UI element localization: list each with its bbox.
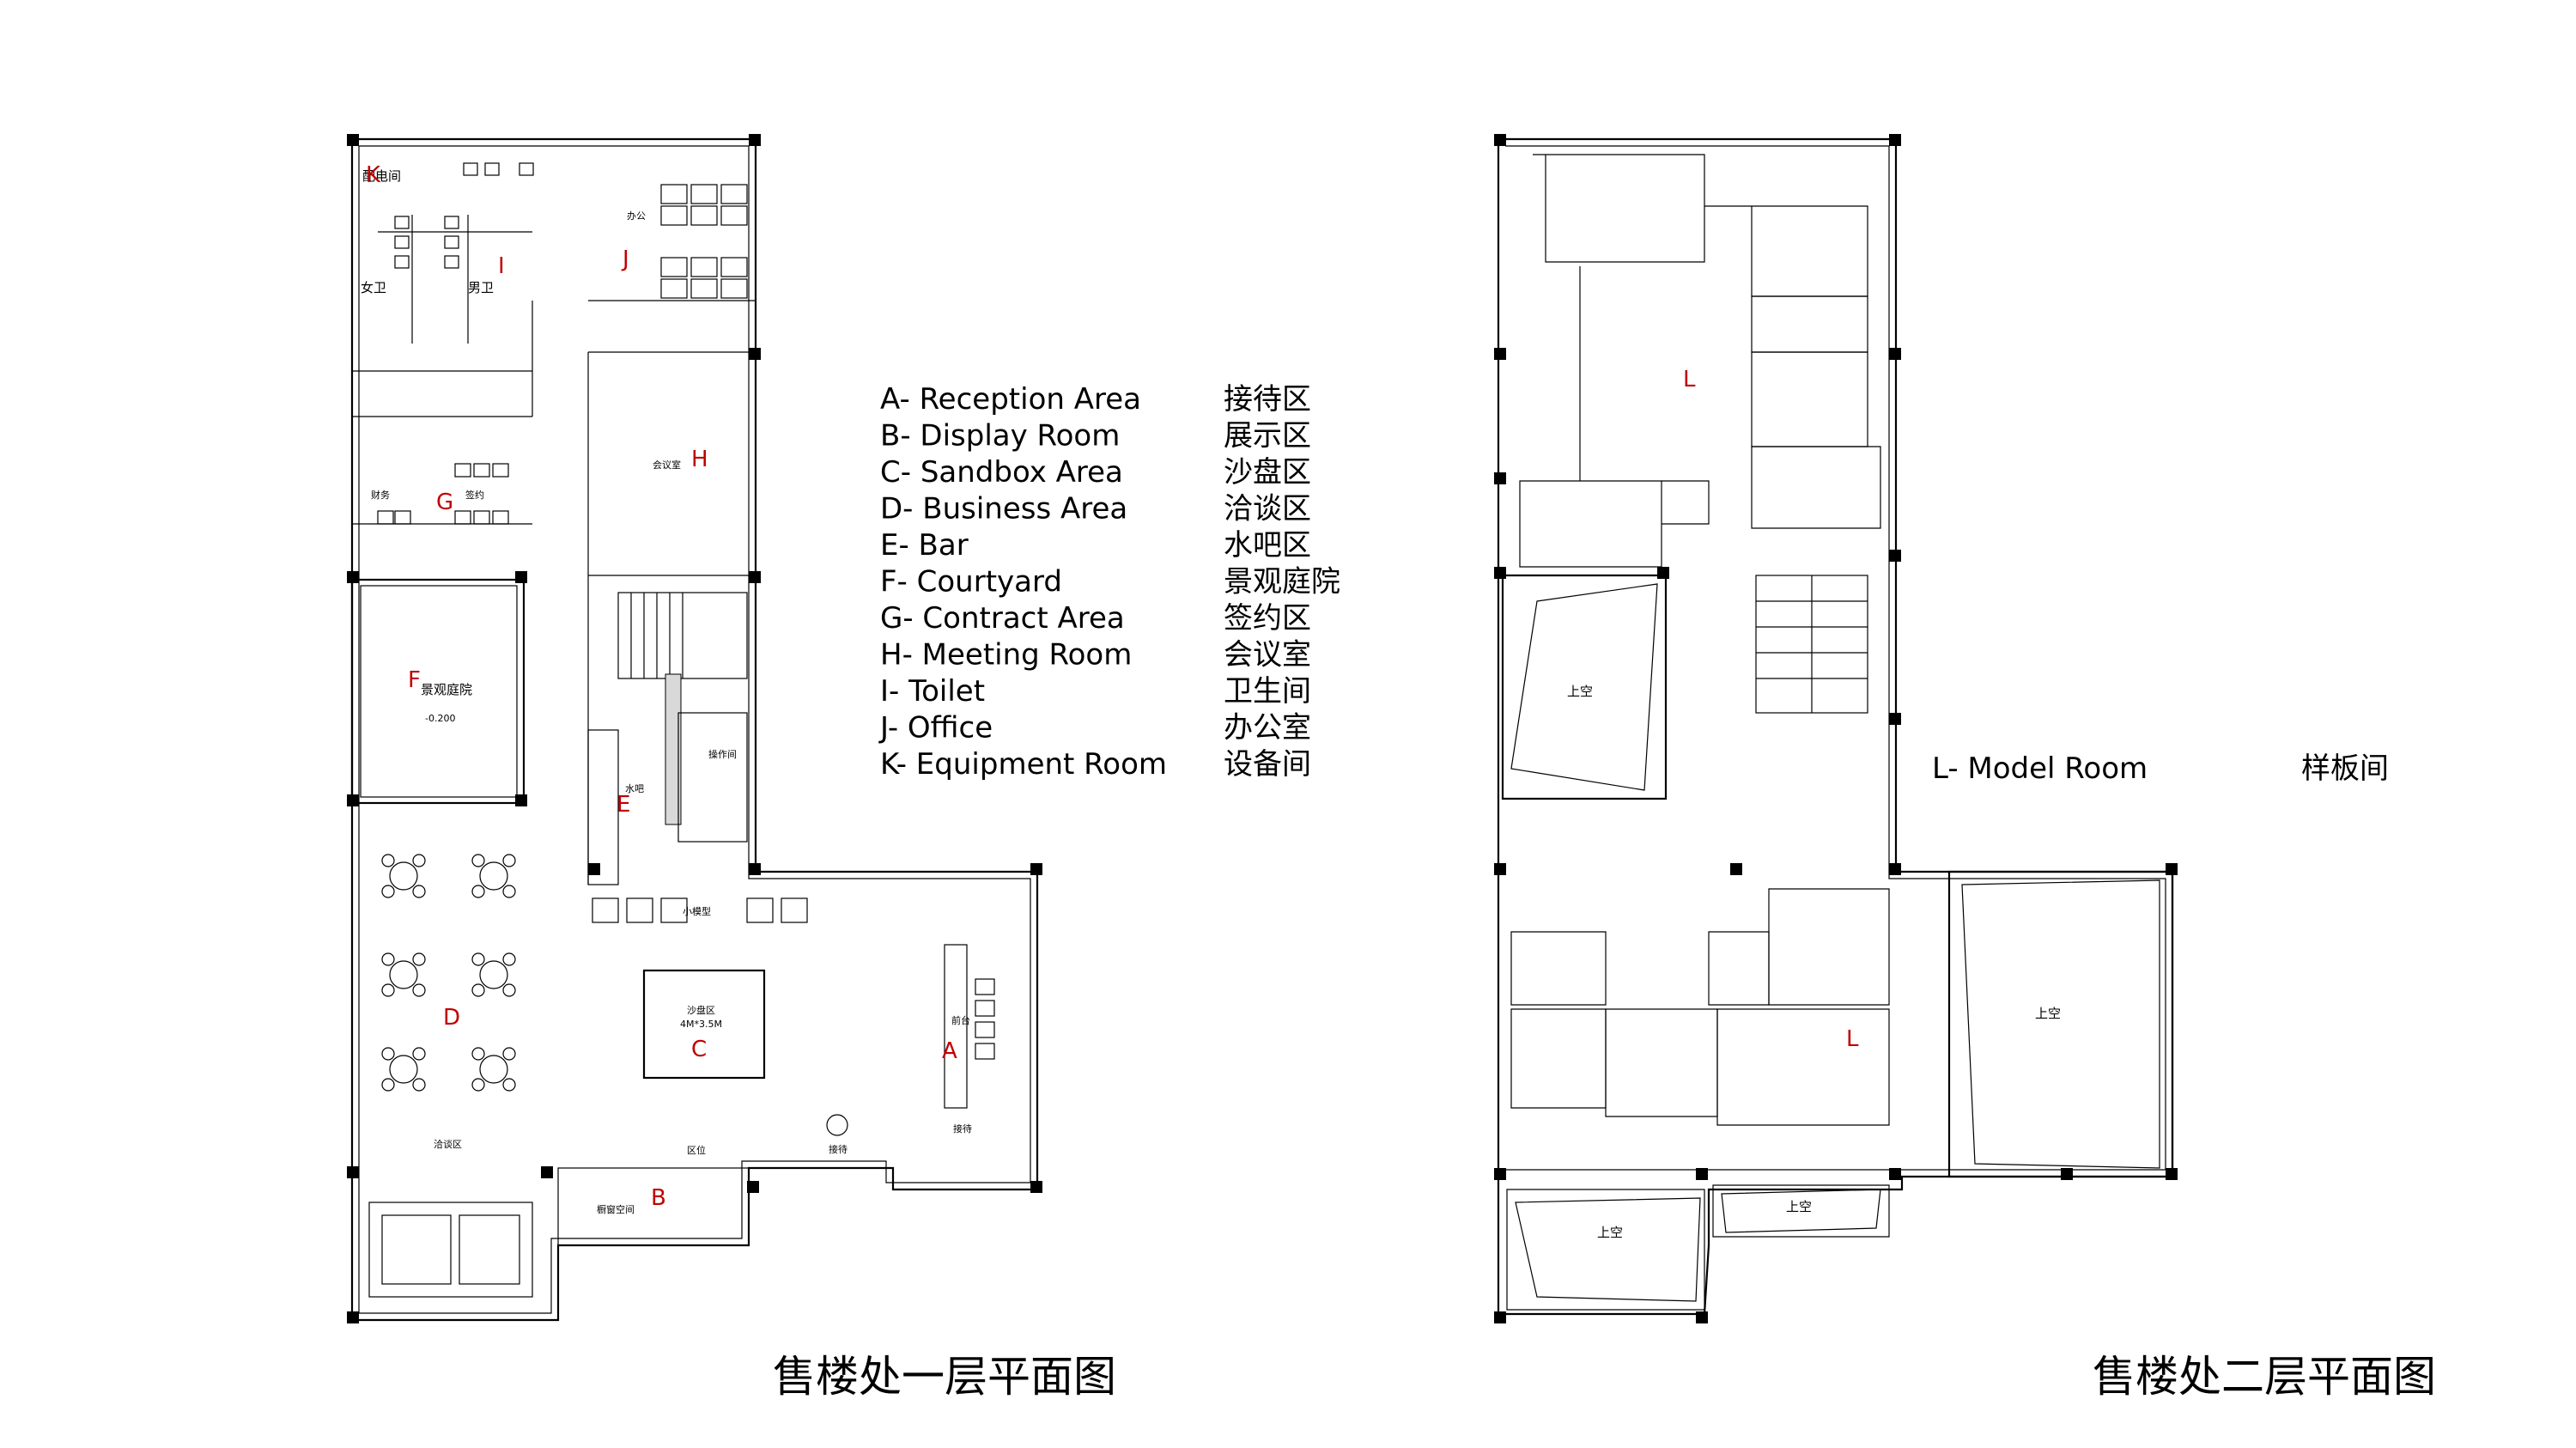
legend-item-zh: 办公室 bbox=[1224, 711, 1311, 745]
mark-b: B bbox=[651, 1185, 666, 1211]
label-meeting: 会议室 bbox=[653, 459, 681, 471]
label-sandbox: 沙盘区 bbox=[687, 1004, 715, 1016]
mark-l-2: L bbox=[1846, 1026, 1859, 1052]
legend-item-en: I- Toilet bbox=[880, 674, 985, 709]
void-label-4: 上空 bbox=[1786, 1199, 1812, 1214]
legend-item-en: E- Bar bbox=[880, 528, 969, 563]
legend-item-zh: 洽谈区 bbox=[1224, 492, 1311, 526]
label-business: 洽谈区 bbox=[434, 1139, 462, 1150]
legend-l-zh: 样板间 bbox=[2301, 751, 2389, 786]
mark-d: D bbox=[443, 1005, 460, 1031]
label-sandbox-size: 4M*3.5M bbox=[680, 1019, 722, 1030]
legend-item-zh: 接待区 bbox=[1224, 382, 1311, 417]
label-male-wc: 男卫 bbox=[468, 280, 494, 295]
legend-item-en: A- Reception Area bbox=[880, 382, 1141, 417]
caption-floor2: 售楼处二层平面图 bbox=[2093, 1352, 2436, 1402]
legend-item-en: C- Sandbox Area bbox=[880, 455, 1123, 490]
label-display: 橱窗空间 bbox=[597, 1203, 635, 1215]
label-courtyard: 景观庭院 bbox=[421, 682, 472, 697]
legend-item-zh: 展示区 bbox=[1224, 419, 1311, 453]
legend-item-en: H- Meeting Room bbox=[880, 638, 1132, 672]
label-bar: 水吧 bbox=[625, 783, 644, 794]
mark-i: I bbox=[498, 253, 505, 279]
label-office: 办公 bbox=[627, 210, 646, 222]
mark-j: J bbox=[621, 246, 629, 272]
void-label-2: 上空 bbox=[2035, 1006, 2061, 1021]
void-label-1: 上空 bbox=[1567, 684, 1593, 699]
label-finance: 财务 bbox=[371, 489, 390, 501]
mark-k: K bbox=[366, 162, 381, 188]
mark-e: E bbox=[617, 792, 630, 818]
mark-h: H bbox=[691, 447, 708, 472]
legend-item-en: D- Business Area bbox=[880, 492, 1127, 526]
label-reception-2: 接待 bbox=[953, 1123, 972, 1135]
mark-a: A bbox=[942, 1038, 957, 1064]
label-location: 区位 bbox=[687, 1144, 706, 1156]
mark-l-1: L bbox=[1683, 367, 1696, 392]
legend-l-en: L- Model Room bbox=[1932, 751, 2148, 786]
caption-floor1: 售楼处一层平面图 bbox=[773, 1352, 1116, 1402]
legend-item-en: F- Courtyard bbox=[880, 565, 1062, 599]
floor2-plan: 上空 上空 上空 上空 L L bbox=[1494, 134, 2178, 1323]
legend: A- Reception Area 接待区 B- Display Room 展示区 C-… bbox=[878, 382, 1340, 782]
mark-c: C bbox=[691, 1037, 707, 1062]
mark-f: F bbox=[408, 667, 421, 693]
legend-item-zh: 会议室 bbox=[1224, 638, 1311, 672]
legend-item-en: B- Display Room bbox=[880, 419, 1120, 453]
legend-item-zh: 签约区 bbox=[1224, 601, 1311, 636]
legend-item-zh: 景观庭院 bbox=[1224, 565, 1340, 599]
label-operation: 操作间 bbox=[708, 748, 737, 760]
legend-item-zh: 水吧区 bbox=[1224, 528, 1311, 563]
legend-item-zh: 卫生间 bbox=[1224, 674, 1311, 709]
label-sign: 签约 bbox=[465, 489, 484, 501]
table-set bbox=[381, 854, 516, 1092]
label-small-model: 小模型 bbox=[683, 905, 711, 917]
legend-item-en: J- Office bbox=[878, 711, 993, 745]
mark-g: G bbox=[436, 490, 453, 515]
label-control: 前台 bbox=[951, 1014, 970, 1026]
legend-item-en: K- Equipment Room bbox=[880, 747, 1167, 782]
legend-item-en: G- Contract Area bbox=[880, 601, 1125, 636]
legend-item-zh: 设备间 bbox=[1224, 747, 1311, 782]
legend-item-zh: 沙盘区 bbox=[1224, 455, 1311, 490]
label-female-wc: 女卫 bbox=[361, 280, 386, 295]
floor1-plan: 配电间 女卫 男卫 办公 财务 签约 会议室 景观庭院 -0.200 水吧 操作… bbox=[347, 134, 1042, 1323]
label-level: -0.200 bbox=[425, 713, 455, 724]
label-reception: 接待 bbox=[829, 1143, 848, 1155]
void-label-3: 上空 bbox=[1597, 1225, 1623, 1240]
label-equipment: 配电间 bbox=[362, 168, 401, 184]
